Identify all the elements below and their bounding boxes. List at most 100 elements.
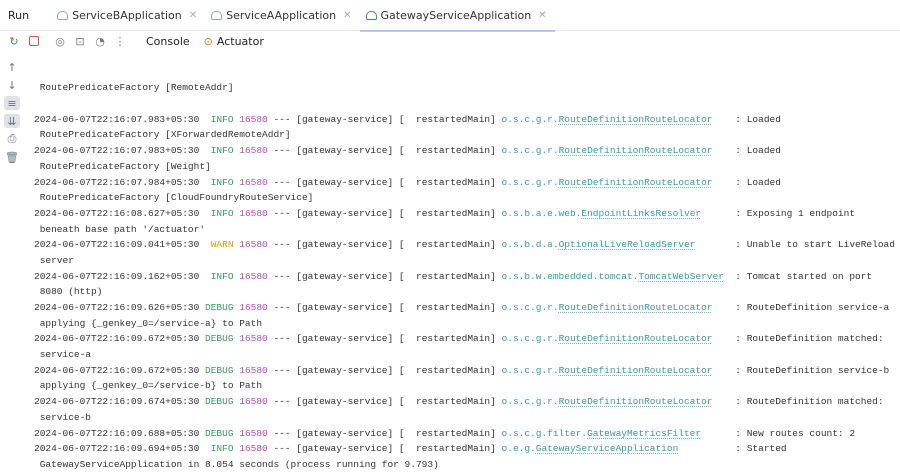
tab-console[interactable]: Console <box>146 34 190 48</box>
process-id: 16580 <box>239 302 268 314</box>
coverage-icon[interactable]: ◔ <box>95 34 105 48</box>
log-entry: 2024-06-07T22:16:07.984+05:30 INFO 16580… <box>34 175 895 191</box>
app-name: gateway-service <box>301 443 388 455</box>
logger-package: o.s.b.a.e.web. <box>501 207 582 219</box>
spacer: : <box>712 396 747 408</box>
print-icon[interactable]: ⎙ <box>7 132 17 145</box>
run-label: Run <box>8 8 30 22</box>
log-level: DEBUG <box>205 364 234 376</box>
log-message: Loaded <box>746 176 781 188</box>
tab-service-b[interactable]: ServiceBApplication✕ <box>51 0 205 31</box>
stop-icon[interactable] <box>26 33 42 49</box>
log-level: INFO <box>210 145 234 157</box>
logger-class[interactable]: TomcatWebServer <box>638 270 724 282</box>
spacer: ] [ <box>387 176 417 188</box>
close-icon[interactable]: ✕ <box>188 9 198 21</box>
process-id: 16580 <box>239 427 268 439</box>
spacer <box>199 271 210 282</box>
spacer: : <box>712 364 747 376</box>
process-id: 16580 <box>239 364 268 376</box>
timestamp: 2024-06-07T22:16:08.627+05:30 <box>34 207 200 219</box>
logger-class[interactable]: RouteDefinitionRouteLocator <box>558 333 713 345</box>
log-message: RouteDefinition service-b <box>746 364 890 376</box>
tab-gateway-service[interactable]: GatewayServiceApplication ✕ <box>359 0 555 32</box>
spacer: : <box>712 302 747 314</box>
logger-class[interactable]: EndpointLinksResolver <box>581 207 702 219</box>
spacer: --- [ <box>267 443 302 455</box>
more-options-icon[interactable]: ⋮ <box>114 34 126 48</box>
logger-package: o.s.b.d.a. <box>501 239 559 251</box>
console-output[interactable]: RoutePredicateFactory [RemoteAddr] 2024-… <box>34 49 895 473</box>
logger-class[interactable]: GatewayMetricsFilter <box>587 427 702 439</box>
close-icon[interactable]: ✕ <box>343 9 352 21</box>
run-tool-window-tabs: Run ServiceBApplication✕ ServiceAApplica… <box>0 0 900 32</box>
process-id: 16580 <box>239 443 268 455</box>
app-icon <box>365 10 377 20</box>
soft-wrap-icon[interactable]: ≡ <box>4 96 20 110</box>
process-id: 16580 <box>239 207 268 219</box>
log-level: DEBUG <box>205 333 234 345</box>
spacer: : <box>712 176 747 188</box>
thread-name: restartedMain <box>416 145 491 157</box>
log-line-continuation: applying {_genkey_0=/service-b} to Path <box>34 380 263 392</box>
logger-class[interactable]: RouteDefinitionRouteLocator <box>558 176 713 188</box>
timestamp: 2024-06-07T22:16:09.672+05:30 <box>34 333 200 345</box>
log-message: Tomcat started on port <box>746 270 873 282</box>
logger-package: o.s.c.g.r. <box>501 302 559 314</box>
logger-class[interactable]: GatewayServiceApplication <box>535 443 679 455</box>
spacer: : <box>723 270 747 282</box>
run-toolbar: ↻ ◎ ⊡ ◔ ⋮ Console ⊙Actuator <box>0 31 900 51</box>
scroll-to-end-icon[interactable]: ⇊ <box>4 114 20 128</box>
spacer: : <box>678 443 747 455</box>
clear-all-icon[interactable]: 🗑 <box>5 150 19 164</box>
logger-class[interactable]: OptionalLiveReloadServer <box>558 239 696 251</box>
logger-class[interactable]: RouteDefinitionRouteLocator <box>558 145 713 157</box>
log-level: DEBUG <box>205 302 234 314</box>
log-message: Started <box>746 443 787 455</box>
logger-package: o.s.c.g.r. <box>501 364 559 376</box>
process-id: 16580 <box>239 176 268 188</box>
spacer: --- [ <box>267 207 302 219</box>
log-entry: 2024-06-07T22:16:09.688+05:30 DEBUG 1658… <box>34 426 895 442</box>
app-name: gateway-service <box>301 207 388 219</box>
app-name: gateway-service <box>301 396 388 408</box>
tab-label: GatewayServiceApplication <box>380 8 532 22</box>
scroll-down-icon[interactable]: ↓ <box>7 78 17 92</box>
spacer: ] <box>490 364 502 376</box>
restore-layout-icon[interactable]: ⊡ <box>75 34 85 48</box>
logger-class[interactable]: RouteDefinitionRouteLocator <box>558 364 713 376</box>
spacer: ] [ <box>387 113 417 125</box>
log-line-continuation: RoutePredicateFactory [XForwardedRemoteA… <box>34 129 291 141</box>
spacer: ] [ <box>387 333 417 345</box>
spacer: ] <box>490 207 502 219</box>
thread-name: restartedMain <box>416 270 491 282</box>
app-name: gateway-service <box>301 427 388 439</box>
spacer: --- [ <box>267 333 302 345</box>
log-entry: 2024-06-07T22:16:09.694+05:30 INFO 16580… <box>34 441 895 457</box>
logger-package: o.e.g. <box>501 443 536 455</box>
scroll-up-icon[interactable]: ↑ <box>7 60 17 74</box>
camera-icon[interactable]: ◎ <box>55 34 65 48</box>
logger-package: o.s.c.g.r. <box>501 113 559 125</box>
console-side-toolbar: ↑ ↓ ≡ ⇊ ⎙ 🗑 <box>0 52 26 431</box>
spacer: : <box>712 145 747 157</box>
close-icon[interactable]: ✕ <box>538 9 547 21</box>
logger-class[interactable]: RouteDefinitionRouteLocator <box>558 113 713 125</box>
app-name: gateway-service <box>301 113 388 125</box>
spacer: ] <box>490 145 502 157</box>
log-level: INFO <box>210 443 234 455</box>
rerun-icon[interactable]: ↻ <box>9 34 19 48</box>
spacer: ] <box>490 113 502 125</box>
spacer: --- [ <box>267 113 302 125</box>
spacer: --- [ <box>267 239 302 251</box>
logger-class[interactable]: RouteDefinitionRouteLocator <box>558 302 713 314</box>
spacer: ] <box>490 443 502 455</box>
tab-service-a[interactable]: ServiceAApplication✕ <box>205 0 359 31</box>
logger-package: o.s.c.g.r. <box>501 333 559 345</box>
log-entry: 2024-06-07T22:16:09.672+05:30 DEBUG 1658… <box>34 363 895 379</box>
spacer: --- [ <box>267 302 302 314</box>
logger-class[interactable]: RouteDefinitionRouteLocator <box>558 396 713 408</box>
process-id: 16580 <box>239 270 268 282</box>
tab-actuator[interactable]: ⊙Actuator <box>204 35 264 48</box>
thread-name: restartedMain <box>416 364 491 376</box>
